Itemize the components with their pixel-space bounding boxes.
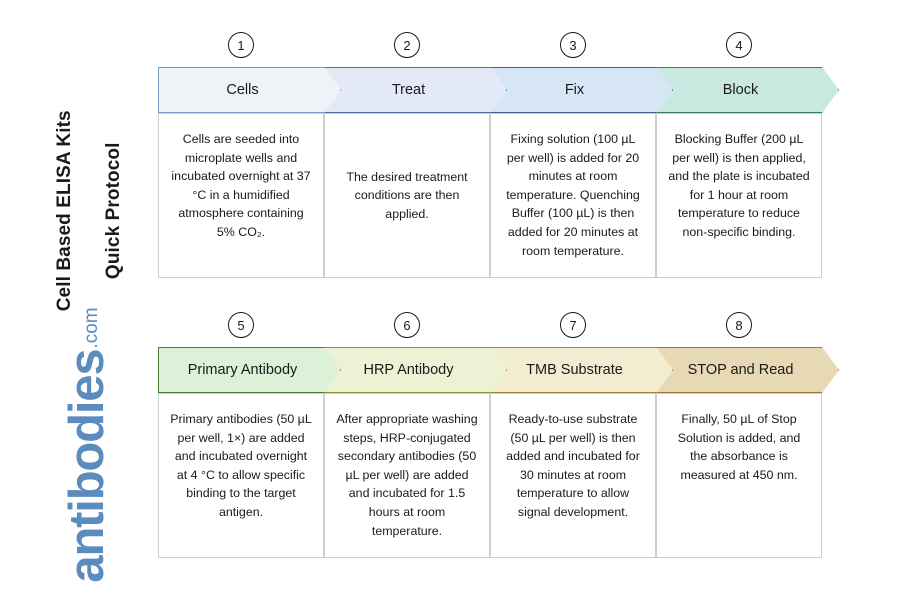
step-body-cell-8: Finally, 50 µL of Stop Solution is added… [656,393,822,558]
step-chevron-1[interactable]: Cells [158,67,341,113]
left-rail: Cell Based ELISA Kits Quick Protocol ant… [0,0,150,594]
step-body-cell-6: After appropriate washing steps, HRP-con… [324,393,490,558]
step-number-badge-6: 6 [394,312,420,338]
step-number-badge-2: 2 [394,32,420,58]
step-number-badge-3: 3 [560,32,586,58]
step-chevron-8[interactable]: STOP and Read [656,347,839,393]
step-chevron-4[interactable]: Block [656,67,839,113]
step-number-badge-5: 5 [228,312,254,338]
step-body-cell-3: Fixing solution (100 µL per well) is add… [490,113,656,278]
step-body-text-2: The desired treatment conditions are the… [346,169,468,221]
brand-logo: antibodies .com [50,295,114,595]
step-body-text-1: Cells are seeded into microplate wells a… [171,132,311,240]
step-body-text-8: Finally, 50 µL of Stop Solution is added… [677,412,801,482]
step-label-4: Block [722,82,759,98]
step-body-text-4: Blocking Buffer (200 µL per well) is the… [668,132,810,240]
step-chevron-7[interactable]: TMB Substrate [490,347,673,393]
step-body-text-5: Primary antibodies (50 µL per well, 1×) … [170,412,312,520]
step-number-badge-4: 4 [726,32,752,58]
step-body-cell-1: Cells are seeded into microplate wells a… [158,113,324,278]
step-chevron-3[interactable]: Fix [490,67,673,113]
step-body-cell-5: Primary antibodies (50 µL per well, 1×) … [158,393,324,558]
step-body-text-7: Ready-to-use substrate (50 µL per well) … [506,412,640,520]
step-number-badge-1: 1 [228,32,254,58]
step-label-7: TMB Substrate [526,362,623,378]
step-body-cell-7: Ready-to-use substrate (50 µL per well) … [490,393,656,558]
step-number-badge-8: 8 [726,312,752,338]
step-chevron-6[interactable]: HRP Antibody [324,347,507,393]
step-label-8: STOP and Read [687,362,794,378]
step-body-cell-2: The desired treatment conditions are the… [324,113,490,278]
brand-tld: .com [81,307,102,349]
step-label-2: Treat [391,82,426,98]
step-chevron-5[interactable]: Primary Antibody [158,347,341,393]
step-label-1: Cells [226,82,259,98]
brand-name: antibodies [59,349,114,583]
step-body-text-6: After appropriate washing steps, HRP-con… [336,412,478,538]
step-body-text-3: Fixing solution (100 µL per well) is add… [506,132,640,258]
step-number-badge-7: 7 [560,312,586,338]
step-body-cell-4: Blocking Buffer (200 µL per well) is the… [656,113,822,278]
step-label-3: Fix [564,82,585,98]
step-label-6: HRP Antibody [363,362,454,378]
step-chevron-2[interactable]: Treat [324,67,507,113]
step-label-5: Primary Antibody [187,362,298,378]
